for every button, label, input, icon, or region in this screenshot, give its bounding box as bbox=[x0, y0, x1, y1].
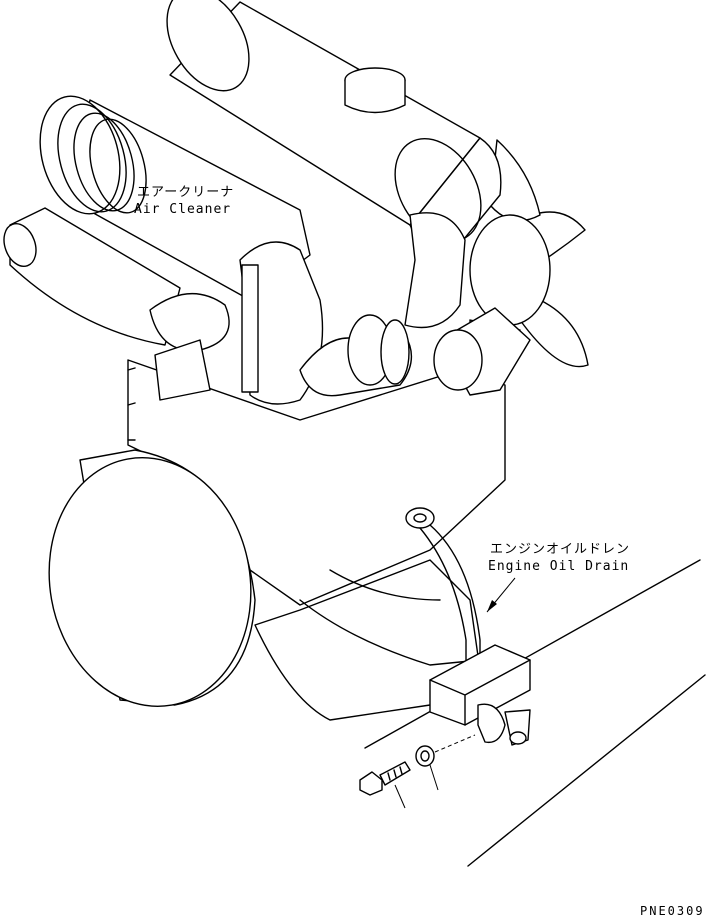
flywheel-housing bbox=[48, 449, 256, 708]
drain-bracket bbox=[429, 644, 531, 746]
intake-pipes bbox=[239, 212, 466, 405]
frame-lines bbox=[364, 559, 706, 867]
engine-oil-drain-label-en: Engine Oil Drain bbox=[488, 559, 630, 574]
engine-block bbox=[127, 359, 506, 721]
alternator bbox=[433, 307, 531, 396]
muffler bbox=[166, 0, 502, 253]
drawing-code: PNE0309 bbox=[640, 904, 705, 918]
engine-oil-drain-label-jp: エンジンオイルドレン bbox=[490, 542, 631, 557]
air-cleaner-label-en: Air Cleaner bbox=[134, 202, 232, 217]
leader-engine-oil-drain bbox=[486, 577, 516, 613]
fastener-bolt bbox=[359, 761, 411, 809]
air-cleaner-label-jp: エアークリーナ bbox=[137, 185, 235, 200]
fastener-washer bbox=[415, 734, 476, 791]
oil-drain-hose bbox=[405, 507, 481, 691]
